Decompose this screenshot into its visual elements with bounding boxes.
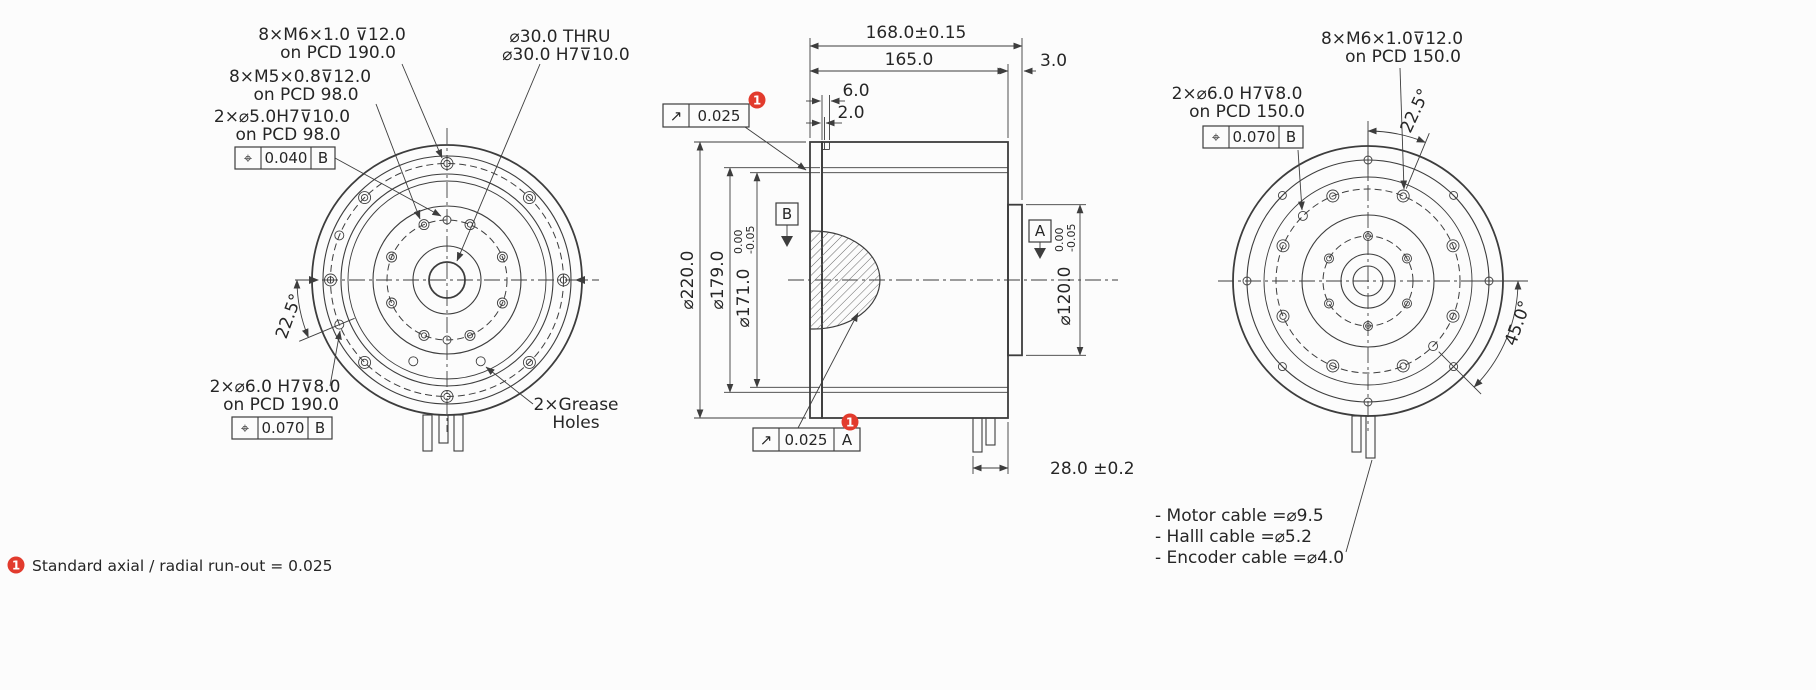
datum-ref: A: [842, 431, 853, 449]
dim-body-length: 165.0: [885, 50, 934, 70]
front-bolt-circle-pcd98: [386, 215, 508, 345]
datum-ref: B: [318, 149, 328, 167]
side-view-dimensions: [694, 38, 1086, 474]
front-m6-callout-pcd: on PCD 190.0: [280, 43, 396, 63]
dim-step-6: 6.0: [842, 81, 869, 101]
note-badge-icon: [841, 413, 859, 431]
footnote: 1 Standard axial / radial run-out = 0.02…: [7, 556, 333, 575]
tolerance-value: 0.040: [265, 149, 308, 167]
position-symbol: ⌖: [244, 149, 253, 167]
cable-notes: - Motor cable =⌀9.5 - Halll cable =⌀5.2 …: [1155, 506, 1344, 568]
datum-ref: B: [1286, 128, 1296, 146]
dim-dia-120-tol-lower: -0.05: [1065, 224, 1078, 252]
rear-bolt-circle-pcd150: [1276, 189, 1460, 373]
dim-hub-length: 3.0: [1040, 51, 1067, 71]
front-bolt-circle-pcd190: [324, 157, 570, 403]
rear-view-geometry: [1218, 121, 1528, 553]
rear-view-leaders: [1297, 67, 1408, 211]
datum-flag-b: B: [775, 202, 799, 247]
position-symbol: ⌖: [1212, 128, 1221, 146]
rear-view: 8×M6×1.0⊽12.0 on PCD 150.0 2×⌀6.0 H7⊽8.0…: [1155, 29, 1536, 568]
front-view-geometry: [293, 128, 599, 452]
runout-frame-top: ↗ 0.025 1: [662, 91, 807, 171]
datum-letter: B: [782, 205, 792, 223]
tolerance-value: 0.025: [698, 107, 741, 125]
note-badge-icon: [7, 556, 25, 574]
dim-dia-120-tol-upper: 0.00: [1053, 228, 1066, 253]
front-view-leaders: [329, 63, 541, 405]
front-dowel6-callout: 2×⌀6.0 H7⊽8.0: [210, 377, 341, 397]
datum-flag-a: A: [1028, 219, 1052, 259]
front-m6-callout: 8×M6×1.0 ⊽12.0: [258, 25, 406, 45]
runout-symbol: ↗: [670, 107, 683, 125]
rear-inner-holes: [1324, 231, 1412, 331]
note-badge-number: 1: [753, 94, 761, 108]
dim-dia-171: ⌀171.0: [734, 269, 754, 328]
tolerance-value: 0.070: [262, 419, 305, 437]
feature-control-frame-dowel5: ⌖ 0.040 B: [234, 146, 336, 170]
feature-control-frame-dowel6: ⌖ 0.070 B: [231, 416, 333, 440]
footnote-text: Standard axial / radial run-out = 0.025: [32, 557, 333, 575]
cable-note-encoder: - Encoder cable =⌀4.0: [1155, 548, 1344, 568]
rear-m6-callout-pcd: on PCD 150.0: [1345, 47, 1461, 67]
dim-cable-offset: 28.0 ±0.2: [1050, 459, 1135, 479]
dim-dia-171-tol-upper: 0.00: [732, 230, 745, 255]
rear-dowel6-callout-pcd: on PCD 150.0: [1189, 102, 1305, 122]
front-bore-callout2: ⌀30.0 H7⊽10.0: [502, 45, 629, 65]
note-badge-icon: [748, 91, 766, 109]
feature-control-frame-rear-dowel6: ⌖ 0.070 B: [1202, 125, 1304, 149]
runout-symbol: ↗: [760, 431, 773, 449]
note-badge-number: 1: [12, 559, 20, 573]
side-view-geometry: [788, 141, 1118, 453]
front-view: 8×M6×1.0 ⊽12.0 on PCD 190.0 8×M5×0.8⊽12.…: [210, 25, 630, 452]
front-dowel5-callout: 2×⌀5.0H7⊽10.0: [214, 107, 350, 127]
front-m5-callout: 8×M5×0.8⊽12.0: [229, 67, 371, 87]
tolerance-value: 0.070: [1233, 128, 1276, 146]
front-dowel5-callout-pcd: on PCD 98.0: [235, 125, 340, 145]
front-dowel6-callout-pcd: on PCD 190.0: [223, 395, 339, 415]
dim-overall-length: 168.0±0.15: [866, 23, 967, 43]
datum-letter: A: [1035, 222, 1046, 240]
datum-ref: B: [315, 419, 325, 437]
dim-step-2: 2.0: [837, 103, 864, 123]
dim-dia-179: ⌀179.0: [708, 251, 728, 310]
front-grease-callout2: Holes: [552, 413, 599, 433]
rear-m6-callout: 8×M6×1.0⊽12.0: [1321, 29, 1463, 49]
side-view: 168.0±0.15 165.0 3.0 6.0 2.0 ⌀220.0 ⌀179…: [662, 23, 1135, 479]
rear-angle-large-dim: 45.0°: [1501, 298, 1536, 348]
tolerance-value: 0.025: [785, 431, 828, 449]
position-symbol: ⌖: [241, 419, 250, 437]
note-badge-number: 1: [846, 416, 854, 430]
cable-note-motor: - Motor cable =⌀9.5: [1155, 506, 1324, 526]
front-grease-holes: [408, 356, 486, 367]
dim-dia-120: ⌀120.0: [1055, 267, 1075, 326]
front-m5-callout-pcd: on PCD 98.0: [253, 85, 358, 105]
rear-angle-small-dim: 22.5°: [1397, 86, 1435, 136]
front-bore-callout: ⌀30.0 THRU: [510, 27, 611, 47]
front-grease-callout: 2×Grease: [533, 395, 618, 415]
dim-dia-220: ⌀220.0: [678, 251, 698, 310]
rear-dowel6-callout: 2×⌀6.0 H7⊽8.0: [1172, 84, 1303, 104]
dim-dia-171-tol-lower: -0.05: [744, 226, 757, 254]
runout-frame-bottom: ↗ 0.025 A 1: [752, 312, 861, 452]
cable-note-hall: - Halll cable =⌀5.2: [1155, 527, 1312, 547]
